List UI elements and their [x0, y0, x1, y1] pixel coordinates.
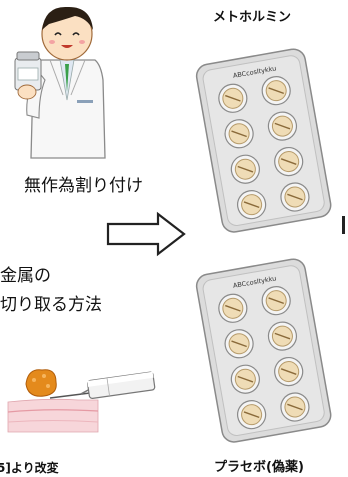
pill-score-line	[225, 94, 241, 102]
placebo-label: プラセボ(偽薬)	[214, 460, 304, 475]
pill-score-line	[287, 403, 303, 411]
source-citation: 5]より改変	[0, 461, 59, 475]
pill-score-line	[280, 368, 297, 375]
randomization-label: 無作為割り付け	[24, 176, 143, 196]
pill-score-line	[237, 375, 254, 383]
method-text-line2: 切り取る方法	[0, 295, 102, 315]
pill-score-line	[268, 87, 285, 95]
pill-score-line	[268, 297, 285, 305]
blister-pack-metformin-icon: ABCcosltykku	[195, 48, 332, 233]
pill-score-line	[287, 193, 303, 201]
pill-score-line	[225, 304, 241, 312]
doctor-icon	[14, 6, 106, 159]
pill-score-line	[274, 122, 291, 130]
divider-mark	[342, 216, 345, 234]
pill-score-line	[231, 130, 247, 138]
blister-pack-placebo-icon: ABCcosltykku	[195, 258, 332, 443]
metformin-label: メトホルミン	[213, 10, 292, 25]
pill-score-line	[274, 332, 291, 340]
pill-score-line	[231, 340, 247, 348]
biopsy-tool-icon	[7, 369, 156, 433]
method-text-line1: 金属の	[0, 266, 51, 286]
pill-score-line	[280, 158, 297, 165]
pill-score-line	[237, 165, 254, 173]
pill-score-line	[243, 411, 260, 419]
arrow-icon	[106, 211, 186, 257]
pill-score-line	[243, 201, 260, 209]
